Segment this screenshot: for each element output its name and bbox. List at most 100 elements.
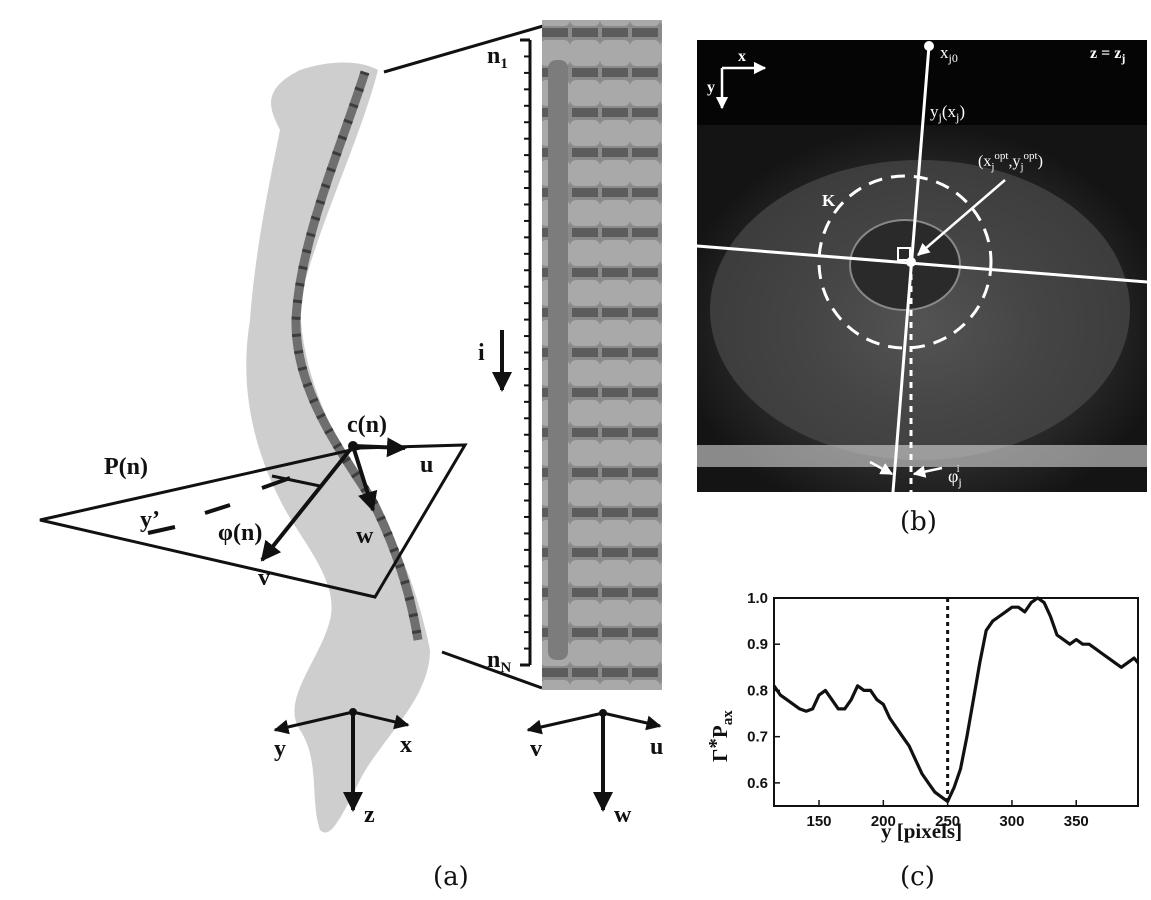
plane-label: P(n): [104, 454, 148, 480]
ruler-ticks: [524, 55, 530, 650]
data-point: [1036, 597, 1039, 599]
axis-w2-label: w: [614, 802, 632, 828]
data-point: [1075, 638, 1078, 641]
data-point: [927, 782, 930, 784]
y-tick-label: 0.8: [747, 682, 768, 699]
data-point: [1069, 643, 1071, 646]
data-point: [1114, 661, 1116, 664]
panel-a: P(n) y’ c(n) u v w φ(n) n1 nN i: [39, 20, 663, 892]
data-point: [1101, 652, 1103, 655]
data-point: [1120, 666, 1123, 669]
index-label: i: [478, 340, 485, 366]
data-point: [888, 717, 891, 719]
center-label: c(n): [347, 412, 387, 438]
data-point: [1011, 606, 1013, 609]
angle-label: φ(n): [218, 520, 262, 546]
data-point: [914, 758, 917, 761]
data-point: [1004, 611, 1007, 613]
v-arrow: [260, 444, 355, 562]
data-point: [959, 768, 962, 770]
data-point: [966, 735, 968, 738]
right-angle-mark: [897, 247, 911, 261]
axis-y-label: y: [274, 736, 286, 762]
data-point: [869, 689, 872, 692]
data-point: [779, 694, 782, 696]
data-point: [998, 615, 1000, 618]
data-point: [978, 661, 981, 664]
yprime-dash-1: [204, 503, 231, 515]
y-tick-label: 0.6: [747, 775, 768, 792]
w-arrow: [351, 445, 378, 512]
caption-b: (b): [900, 507, 937, 537]
n-first-label: n1: [487, 43, 508, 72]
opt-label: (xjopt,yjopt): [978, 150, 1043, 173]
phi-label: φji: [948, 464, 962, 489]
mri-skin: [697, 445, 1147, 467]
axis-u2-label: u: [650, 734, 663, 760]
yprime-label: y’: [140, 507, 160, 533]
series-line: [772, 596, 1140, 803]
plane-p: [39, 443, 468, 599]
data-point: [1043, 601, 1045, 604]
x-tick-label: 250: [935, 813, 960, 830]
data-point: [792, 703, 795, 706]
data-point: [901, 735, 904, 738]
data-point: [805, 710, 807, 713]
data-point: [921, 772, 923, 775]
data-point: [786, 698, 788, 701]
data-point: [1137, 661, 1139, 664]
data-point: [895, 726, 897, 729]
v-label: v: [258, 565, 270, 591]
axis-y-arrow: [273, 710, 354, 735]
data-point: [1081, 643, 1084, 646]
n-last-label: nN: [487, 647, 511, 676]
phi-arrow-right: [912, 465, 943, 478]
data-point: [985, 629, 988, 632]
angle-arc: [271, 474, 321, 488]
data-point: [824, 689, 827, 692]
k-label: K: [822, 191, 836, 210]
data-point: [831, 698, 833, 701]
plot-frame: [773, 597, 1139, 807]
data-point: [1107, 657, 1110, 659]
data-point: [991, 620, 994, 622]
data-point: [1056, 634, 1058, 636]
yj-label: yj(xj): [930, 102, 965, 124]
chart-series: [772, 596, 1140, 806]
axis-v2-arrow: [526, 711, 604, 735]
x-tick-label: 350: [1064, 813, 1089, 830]
y-line: [891, 45, 931, 493]
data-point: [882, 703, 885, 706]
data-point: [850, 698, 852, 701]
data-point: [1133, 657, 1135, 659]
axis-v2-label: v: [530, 736, 542, 762]
data-point: [1126, 661, 1129, 664]
data-point: [837, 708, 840, 710]
y-axis-label: Γ*Pax: [704, 710, 736, 762]
y-tick-label: 0.9: [747, 636, 768, 653]
data-point: [1088, 643, 1090, 646]
mri-body: [710, 160, 1130, 460]
caption-c: (c): [900, 862, 935, 892]
x-tick-label: 150: [807, 813, 832, 830]
xj0-label: xj0: [940, 43, 958, 65]
data-point: [1017, 606, 1020, 609]
data-point: [1049, 615, 1052, 618]
opt-pointer: [917, 179, 1006, 256]
axis-z-label: z: [364, 802, 375, 828]
roi-circle: [817, 174, 993, 350]
data-point: [863, 689, 865, 692]
data-point: [773, 685, 775, 687]
axis-u2-arrow: [602, 711, 662, 731]
z-eq-label: z = zj: [1090, 45, 1125, 65]
perp-line: [696, 244, 1148, 284]
x-tick-label: 200: [871, 813, 896, 830]
yprime-tick: [147, 525, 176, 535]
zoom-line-top: [383, 22, 551, 74]
x-axis-label: y [pixels]: [881, 819, 962, 843]
data-point: [972, 698, 975, 701]
data-point: [1094, 648, 1097, 650]
